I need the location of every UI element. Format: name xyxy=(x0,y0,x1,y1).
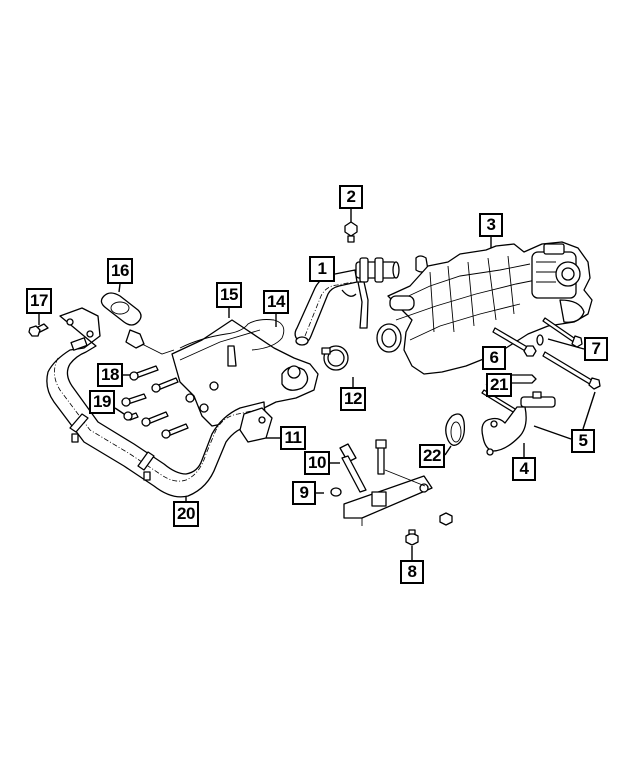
callout-9: 9 xyxy=(292,481,316,505)
part-18-19-bolts xyxy=(121,365,189,439)
part-4-egr-elbow xyxy=(481,389,556,456)
callout-4: 4 xyxy=(512,457,536,481)
part-20-egr-pipe xyxy=(46,307,273,498)
callout-21: 21 xyxy=(486,373,512,397)
callout-5: 5 xyxy=(571,429,595,453)
part-12-clamp xyxy=(321,345,349,371)
callout-18: 18 xyxy=(97,363,123,387)
callout-8: 8 xyxy=(400,560,424,584)
callout-20: 20 xyxy=(173,501,199,527)
callout-11: 11 xyxy=(280,426,306,450)
callout-17: 17 xyxy=(26,288,52,314)
part-2-bolt xyxy=(344,221,358,243)
callout-1: 1 xyxy=(309,256,335,282)
callout-19: 19 xyxy=(89,390,115,414)
callout-6: 6 xyxy=(482,346,506,370)
callout-3: 3 xyxy=(479,213,503,237)
part-1-hose xyxy=(294,255,429,346)
part-16-gasket-sensor xyxy=(100,292,175,355)
leader-lines xyxy=(38,209,596,560)
callout-2: 2 xyxy=(339,185,363,209)
part-17-bolt xyxy=(28,323,49,337)
callout-10: 10 xyxy=(304,451,330,475)
callout-22: 22 xyxy=(419,444,445,468)
part-10-bracket xyxy=(339,439,433,526)
callout-15: 15 xyxy=(216,282,242,308)
part-8-bolts xyxy=(405,512,453,546)
callout-16: 16 xyxy=(107,258,133,284)
callout-7: 7 xyxy=(584,337,608,361)
part-9-nut xyxy=(330,487,342,497)
callout-14: 14 xyxy=(263,290,289,314)
part-3-manifold xyxy=(376,241,601,390)
callout-12: 12 xyxy=(340,387,366,411)
part-22-gasket xyxy=(445,413,466,446)
part-15-cooler xyxy=(171,319,319,427)
